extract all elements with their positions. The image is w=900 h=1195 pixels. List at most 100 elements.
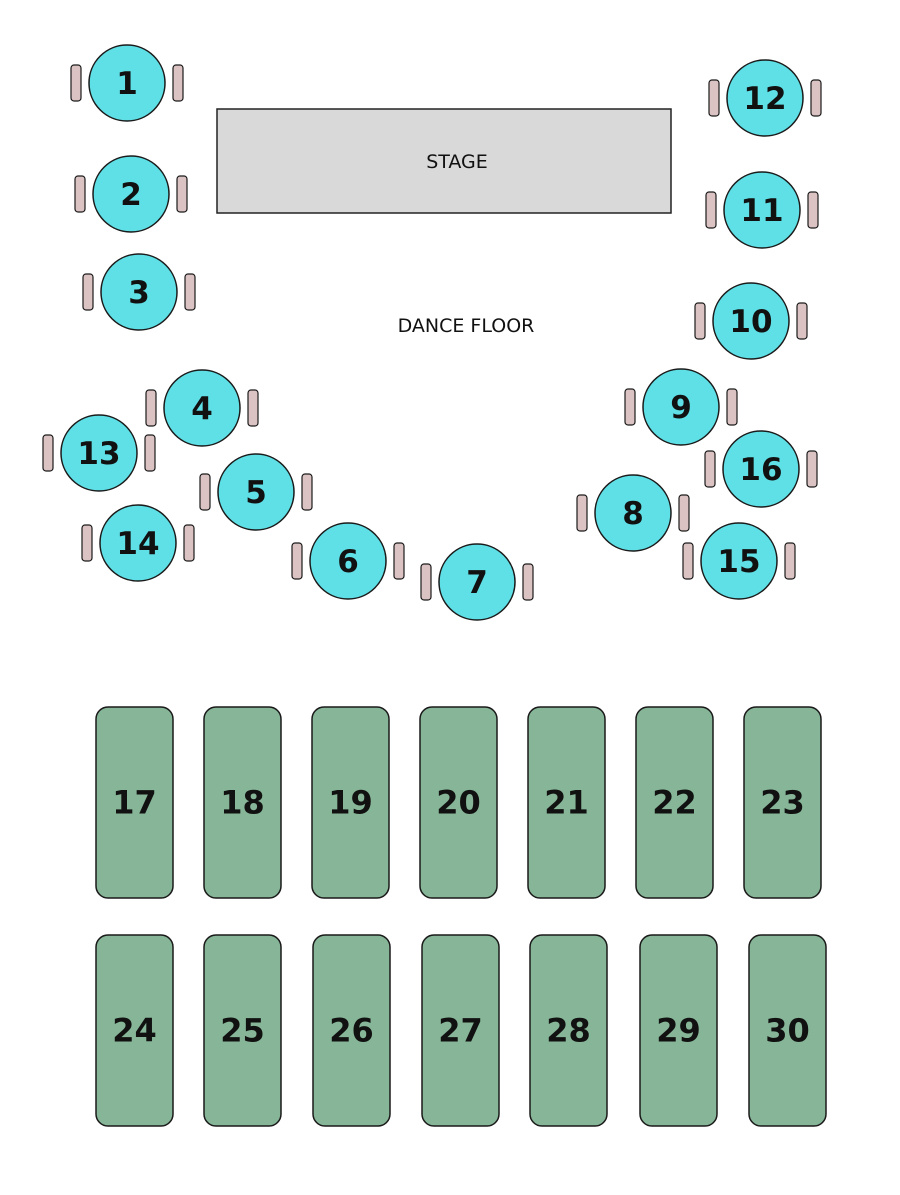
chair xyxy=(708,79,720,117)
table-number: 18 xyxy=(220,784,265,822)
round-table-top xyxy=(722,430,800,508)
long-table-top xyxy=(421,934,500,1127)
round-table-14: 14 xyxy=(81,504,195,582)
chair xyxy=(291,542,303,580)
table-number: 10 xyxy=(729,304,772,340)
long-table-top xyxy=(748,934,827,1127)
table-number: 25 xyxy=(220,1012,265,1050)
table-number: 17 xyxy=(112,784,157,822)
long-table-19: 19 xyxy=(311,706,390,899)
table-number: 6 xyxy=(337,544,359,580)
chair xyxy=(199,473,211,511)
chair xyxy=(796,302,808,340)
round-table-top xyxy=(88,44,166,122)
round-table-2: 2 xyxy=(74,155,188,233)
long-table-top xyxy=(529,934,608,1127)
chair xyxy=(74,175,86,213)
chair xyxy=(576,494,588,532)
table-number: 16 xyxy=(739,452,782,488)
chair xyxy=(522,563,534,601)
round-table-7: 7 xyxy=(420,543,534,621)
long-table-top xyxy=(95,934,174,1127)
table-number: 24 xyxy=(112,1012,157,1050)
round-table-top xyxy=(726,59,804,137)
chair xyxy=(420,563,432,601)
chair xyxy=(393,542,405,580)
table-number: 21 xyxy=(544,784,589,822)
stage: STAGE xyxy=(216,108,672,214)
table-number: 3 xyxy=(128,275,150,311)
chair xyxy=(694,302,706,340)
round-table-15: 15 xyxy=(682,522,796,600)
chair xyxy=(81,524,93,562)
chair xyxy=(82,273,94,311)
table-number: 27 xyxy=(438,1012,483,1050)
long-table-23: 23 xyxy=(743,706,822,899)
round-table-11: 11 xyxy=(705,171,819,249)
table-number: 23 xyxy=(760,784,805,822)
stage-area xyxy=(216,108,672,214)
round-table-top xyxy=(700,522,778,600)
long-table-top xyxy=(203,706,282,899)
table-number: 5 xyxy=(245,475,267,511)
chair xyxy=(144,434,156,472)
table-number: 4 xyxy=(191,391,213,427)
long-table-17: 17 xyxy=(95,706,174,899)
round-table-top xyxy=(594,474,672,552)
long-table-top xyxy=(635,706,714,899)
table-number: 14 xyxy=(116,526,159,562)
chair xyxy=(70,64,82,102)
table-number: 1 xyxy=(116,66,138,102)
table-number: 2 xyxy=(120,177,142,213)
table-number: 20 xyxy=(436,784,481,822)
long-table-25: 25 xyxy=(203,934,282,1127)
round-table-top xyxy=(100,253,178,331)
round-table-top xyxy=(438,543,516,621)
long-table-24: 24 xyxy=(95,934,174,1127)
long-table-26: 26 xyxy=(312,934,391,1127)
chair xyxy=(705,191,717,229)
round-table-top xyxy=(92,155,170,233)
chair xyxy=(301,473,313,511)
table-number: 29 xyxy=(656,1012,701,1050)
round-table-12: 12 xyxy=(708,59,822,137)
long-table-top xyxy=(743,706,822,899)
table-number: 12 xyxy=(743,81,786,117)
round-table-16: 16 xyxy=(704,430,818,508)
round-table-3: 3 xyxy=(82,253,196,331)
long-table-top xyxy=(527,706,606,899)
chair xyxy=(807,191,819,229)
chair xyxy=(726,388,738,426)
round-table-13: 13 xyxy=(42,414,156,492)
table-number: 11 xyxy=(740,193,783,229)
long-table-29: 29 xyxy=(639,934,718,1127)
chair xyxy=(806,450,818,488)
chair xyxy=(784,542,796,580)
round-table-6: 6 xyxy=(291,522,405,600)
round-table-9: 9 xyxy=(624,368,738,446)
table-number: 30 xyxy=(765,1012,810,1050)
stage-label: STAGE xyxy=(426,151,488,173)
long-table-18: 18 xyxy=(203,706,282,899)
chair xyxy=(184,273,196,311)
long-table-top xyxy=(639,934,718,1127)
chair xyxy=(810,79,822,117)
round-table-top xyxy=(309,522,387,600)
table-number: 13 xyxy=(77,436,120,472)
chair xyxy=(624,388,636,426)
table-number: 26 xyxy=(329,1012,374,1050)
chair xyxy=(42,434,54,472)
long-table-28: 28 xyxy=(529,934,608,1127)
long-table-21: 21 xyxy=(527,706,606,899)
chair xyxy=(145,389,157,427)
chair xyxy=(183,524,195,562)
chair xyxy=(172,64,184,102)
chair xyxy=(704,450,716,488)
table-number: 19 xyxy=(328,784,373,822)
round-table-top xyxy=(99,504,177,582)
dance-floor-label: DANCE FLOOR xyxy=(398,315,535,337)
round-table-8: 8 xyxy=(576,474,690,552)
chair xyxy=(247,389,259,427)
